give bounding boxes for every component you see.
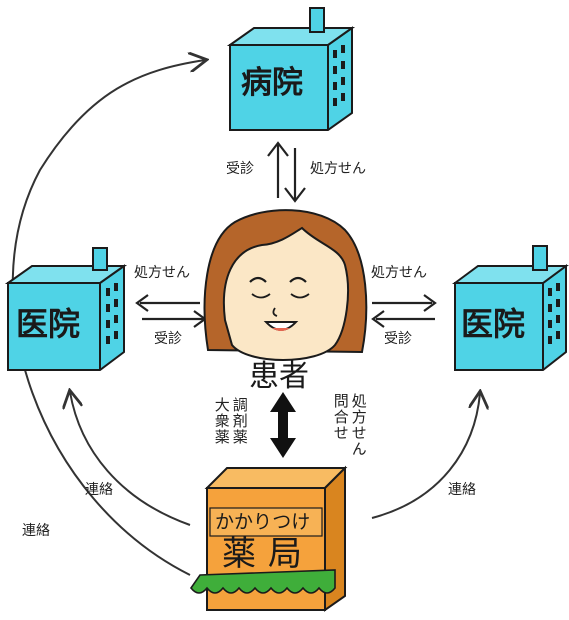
right-clinic-label: 医院 bbox=[461, 305, 526, 343]
patient-label: 患者 bbox=[249, 359, 309, 394]
right-patient-arrows bbox=[371, 294, 437, 328]
pharmacy-building bbox=[190, 465, 348, 612]
hospital-label: 病院 bbox=[241, 65, 303, 101]
contact-arrow-outer bbox=[11, 60, 205, 576]
hospital-prescription-label: 処方せん bbox=[310, 161, 366, 177]
right-clinic-building bbox=[451, 245, 569, 371]
contact-right-label: 連絡 bbox=[448, 482, 476, 498]
pharmacy-label: 薬局 bbox=[222, 534, 314, 574]
left-patient-arrows bbox=[135, 294, 207, 328]
left-clinic-label: 医院 bbox=[16, 305, 81, 343]
left-prescription-label: 処方せん bbox=[134, 265, 190, 281]
otc-medicine-label: 大衆薬 bbox=[212, 397, 231, 445]
right-consult-label: 受診 bbox=[384, 331, 412, 347]
contact-left-outer-label: 連絡 bbox=[22, 523, 50, 539]
hospital-building bbox=[226, 7, 356, 131]
patient-illustration bbox=[203, 209, 368, 361]
prescription-inquiry-label-a: 処方せん bbox=[349, 393, 368, 457]
hospital-consult-label: 受診 bbox=[226, 161, 254, 177]
left-clinic-building bbox=[4, 247, 128, 371]
left-consult-label: 受診 bbox=[154, 331, 182, 347]
pharmacy-subtitle: かかりつけ bbox=[215, 511, 311, 533]
dispensed-medicine-label: 調剤薬 bbox=[230, 397, 249, 445]
contact-arrow-right bbox=[371, 393, 480, 519]
contact-arrow-left bbox=[70, 392, 191, 526]
prescription-inquiry-label-b: 問合せ bbox=[331, 393, 350, 441]
contact-left-inner-label: 連絡 bbox=[85, 482, 113, 498]
patient-pharmacy-arrow bbox=[270, 392, 296, 458]
hospital-patient-arrows bbox=[267, 141, 306, 203]
right-prescription-label: 処方せん bbox=[371, 265, 427, 281]
